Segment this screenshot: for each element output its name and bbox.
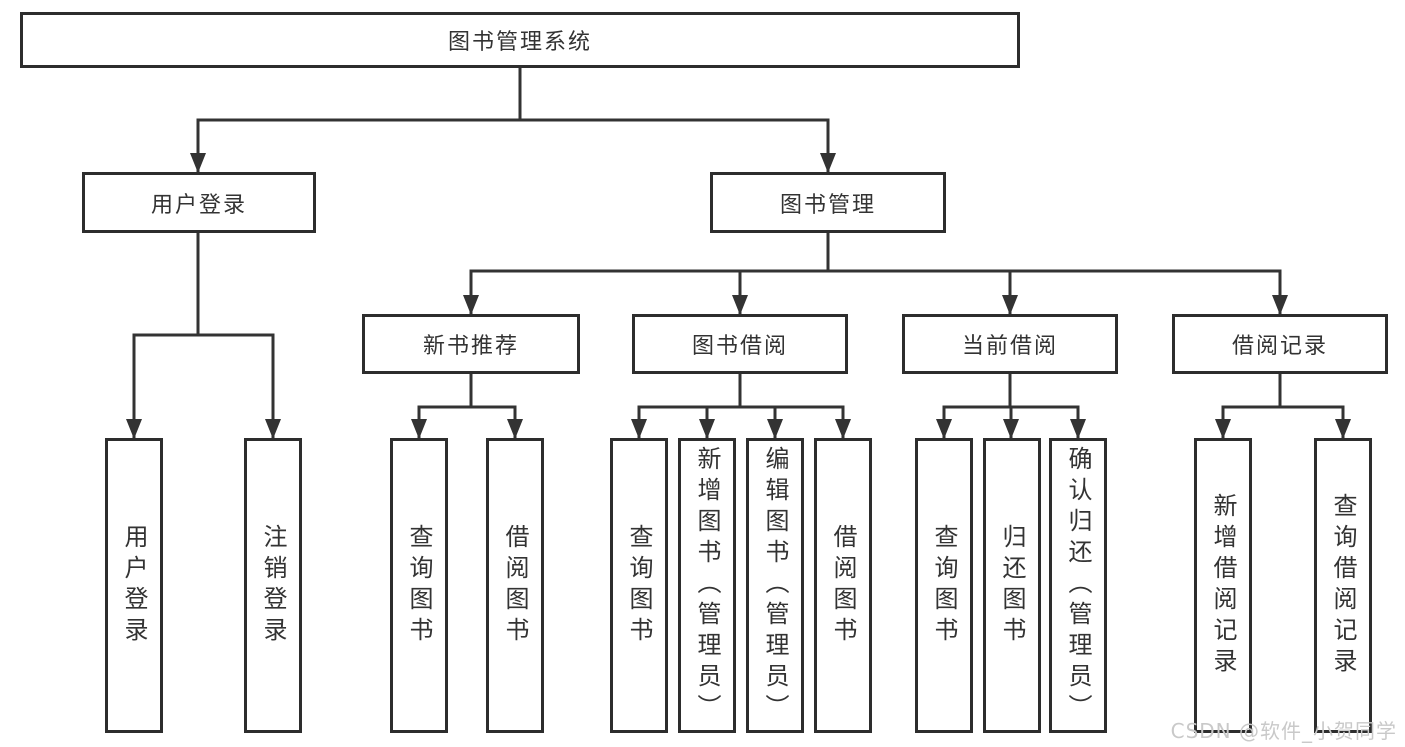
leaf-label: 编辑图书（管理员）	[761, 446, 789, 725]
csdn-watermark: CSDN @软件_小贺同学	[1170, 719, 1397, 743]
node-new-book-recommend: 新书推荐	[362, 314, 580, 374]
node-borrow-records: 借阅记录	[1172, 314, 1388, 374]
node-book-management: 图书管理	[710, 172, 946, 233]
new-book-recommend-connector	[411, 374, 523, 439]
leaf-label: 新增图书（管理员）	[693, 446, 721, 725]
leaf-label: 新增借阅记录	[1209, 492, 1237, 679]
user-login-connector	[126, 233, 281, 439]
book-management-connector	[463, 233, 1288, 315]
leaf-label: 查询图书	[625, 523, 653, 648]
book-borrowing-connector	[631, 374, 851, 439]
node-root-system: 图书管理系统	[20, 12, 1020, 68]
node-user-login: 用户登录	[82, 172, 316, 233]
leaf-query-books: 查询图书	[610, 438, 668, 733]
borrow-records-connector	[1215, 374, 1351, 439]
leaf-edit-book-admin: 编辑图书（管理员）	[746, 438, 804, 733]
leaf-query-borrow-record: 查询借阅记录	[1314, 438, 1372, 733]
leaf-label: 借阅图书	[829, 523, 857, 648]
current-borrowing-connector	[936, 374, 1086, 439]
leaf-query-books: 查询图书	[915, 438, 973, 733]
root-to-level2-connector	[190, 68, 836, 173]
leaf-return-book: 归还图书	[983, 438, 1041, 733]
leaf-label: 查询借阅记录	[1329, 492, 1357, 679]
leaf-logout: 注销登录	[244, 438, 302, 733]
leaf-borrow-books: 借阅图书	[814, 438, 872, 733]
leaf-user-login: 用户登录	[105, 438, 163, 733]
leaf-label: 注销登录	[259, 523, 287, 648]
node-book-borrowing: 图书借阅	[632, 314, 848, 374]
leaf-query-books: 查询图书	[390, 438, 448, 733]
node-current-borrowing: 当前借阅	[902, 314, 1118, 374]
leaf-add-book-admin: 新增图书（管理员）	[678, 438, 736, 733]
leaf-label: 归还图书	[998, 523, 1026, 648]
leaf-label: 查询图书	[405, 523, 433, 648]
leaf-label: 借阅图书	[501, 523, 529, 648]
leaf-confirm-return-admin: 确认归还（管理员）	[1049, 438, 1107, 733]
leaf-label: 查询图书	[930, 523, 958, 648]
leaf-label: 用户登录	[120, 523, 148, 648]
leaf-borrow-books: 借阅图书	[486, 438, 544, 733]
leaf-label: 确认归还（管理员）	[1064, 446, 1092, 725]
leaf-add-borrow-record: 新增借阅记录	[1194, 438, 1252, 733]
